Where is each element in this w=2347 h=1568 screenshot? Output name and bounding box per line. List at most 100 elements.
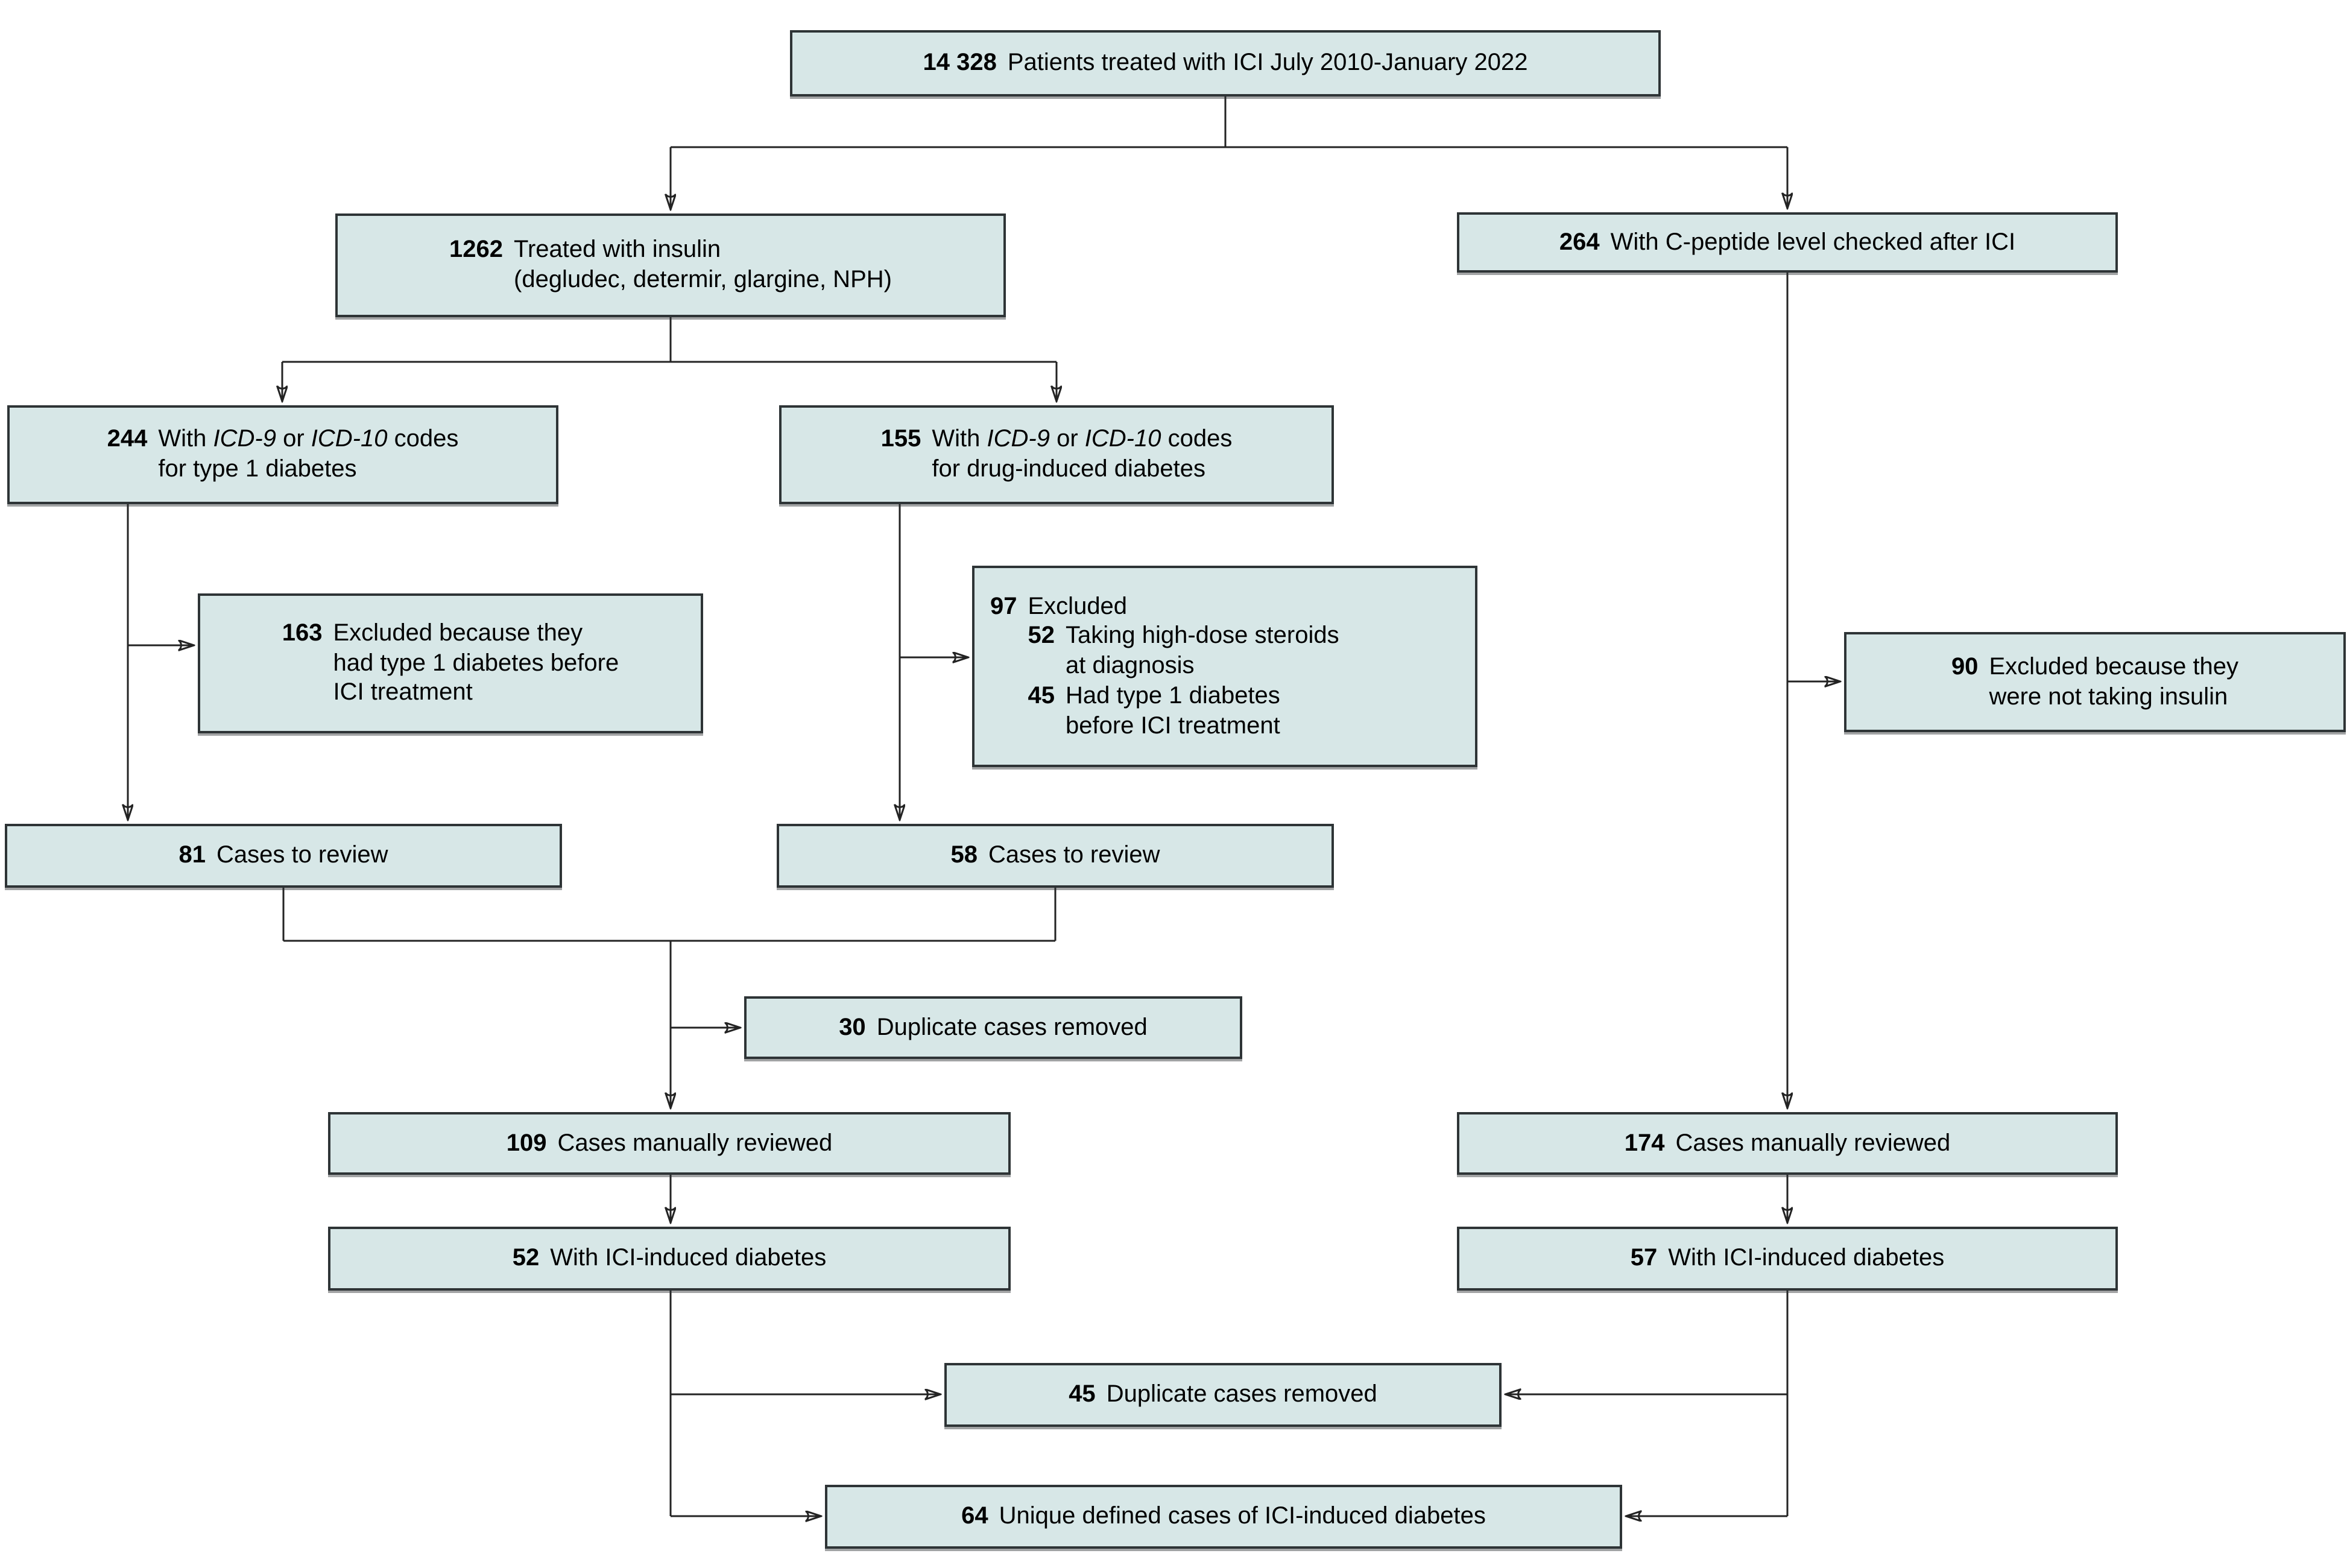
- label: Cases to review: [988, 842, 1160, 869]
- label-line2: had type 1 diabetes before: [333, 650, 619, 677]
- count: 90: [1951, 653, 1979, 680]
- count: 45: [1069, 1381, 1096, 1408]
- label: Excluded because they had type 1 diabete…: [333, 619, 619, 709]
- box-cases-reviewed-109: 109 Cases manually reviewed: [328, 1112, 1011, 1175]
- label-line1: With ICD-9 or ICD-10 codes: [158, 425, 458, 455]
- count: 52: [512, 1245, 540, 1272]
- label-line1: With ICD-9 or ICD-10 codes: [932, 425, 1232, 455]
- box-excluded-t1d-before-ici: 163 Excluded because they had type 1 dia…: [198, 593, 703, 733]
- box-content: 58 Cases to review: [950, 841, 1160, 871]
- box-ici-induced-diabetes-52: 52 With ICI-induced diabetes: [328, 1227, 1011, 1291]
- box-content: 57 With ICI-induced diabetes: [1631, 1244, 1945, 1274]
- box-content: 109 Cases manually reviewed: [507, 1128, 833, 1159]
- label: Taking high-dose steroids at diagnosis: [1066, 622, 1339, 681]
- box-content: 97 Excluded 52 Taking high-dose steroids…: [990, 592, 1339, 741]
- label-segment: codes: [1161, 426, 1233, 453]
- label: With ICI-induced diabetes: [550, 1245, 827, 1272]
- box-content: 90 Excluded because they were not taking…: [1951, 652, 2238, 712]
- label-segment: or: [276, 426, 311, 453]
- label: Treated with insulin (degludec, determir…: [514, 235, 892, 295]
- icd10-code: ICD-10: [1084, 426, 1161, 453]
- label-line2: for type 1 diabetes: [158, 456, 357, 482]
- box-icd-type1-codes: 244 With ICD-9 or ICD-10 codes for type …: [7, 405, 558, 504]
- box-content: 155 With ICD-9 or ICD-10 codes for drug-…: [881, 425, 1233, 484]
- count: 264: [1559, 229, 1600, 256]
- count: 57: [1630, 1245, 1658, 1272]
- icd9-code: ICD-9: [213, 426, 276, 453]
- box-unique-defined-cases: 64 Unique defined cases of ICI-induced d…: [825, 1485, 1622, 1549]
- box-content: 163 Excluded because they had type 1 dia…: [282, 619, 619, 709]
- box-cases-to-review-58: 58 Cases to review: [777, 824, 1334, 888]
- count: 45: [1028, 682, 1055, 709]
- count: 174: [1624, 1130, 1665, 1157]
- box-cases-to-review-81: 81 Cases to review: [5, 824, 562, 888]
- label-line1: Excluded because they: [333, 619, 583, 646]
- count: 64: [961, 1503, 988, 1530]
- count: 52: [1028, 622, 1055, 650]
- icd9-code: ICD-9: [987, 426, 1050, 453]
- label: Cases manually reviewed: [1675, 1130, 1951, 1157]
- box-content: 81 Cases to review: [178, 841, 388, 871]
- label-line2: for drug-induced diabetes: [932, 456, 1206, 482]
- box-content: 64 Unique defined cases of ICI-induced d…: [961, 1502, 1486, 1532]
- box-content: 244 With ICD-9 or ICD-10 codes for type …: [107, 425, 459, 484]
- box-patients-treated-ici: 14 328 Patients treated with ICI July 20…: [790, 30, 1661, 96]
- label: Unique defined cases of ICI-induced diab…: [999, 1503, 1486, 1530]
- box-ici-induced-diabetes-57: 57 With ICI-induced diabetes: [1457, 1227, 2118, 1291]
- box-content: 30 Duplicate cases removed: [839, 1013, 1148, 1043]
- label: Excluded 52 Taking high-dose steroids at…: [1028, 592, 1339, 741]
- box-duplicates-removed-45: 45 Duplicate cases removed: [944, 1363, 1502, 1427]
- box-content: 52 With ICI-induced diabetes: [513, 1244, 827, 1274]
- label: With ICD-9 or ICD-10 codes for drug-indu…: [932, 425, 1232, 484]
- label-line1: Treated with insulin: [514, 236, 721, 264]
- box-excluded-not-taking-insulin: 90 Excluded because they were not taking…: [1844, 632, 2346, 732]
- excluded-item: 52 Taking high-dose steroids at diagnosi…: [1028, 622, 1339, 681]
- count: 244: [107, 426, 148, 453]
- label-line2: (degludec, determir, glargine, NPH): [514, 267, 892, 293]
- label-segment: With: [158, 426, 213, 453]
- count: 109: [506, 1130, 547, 1157]
- label: Duplicate cases removed: [1106, 1381, 1377, 1408]
- label: With C-peptide level checked after ICI: [1610, 229, 2016, 256]
- label-segment: With: [932, 426, 987, 453]
- box-content: 174 Cases manually reviewed: [1625, 1128, 1951, 1159]
- count: 1262: [449, 236, 503, 264]
- label: Cases to review: [216, 842, 388, 869]
- box-excluded-97: 97 Excluded 52 Taking high-dose steroids…: [972, 566, 1477, 767]
- count: 58: [950, 842, 978, 869]
- count: 163: [282, 619, 323, 646]
- label: Patients treated with ICI July 2010-Janu…: [1007, 49, 1528, 77]
- box-treated-with-insulin: 1262 Treated with insulin (degludec, det…: [335, 213, 1006, 317]
- box-cases-reviewed-174: 174 Cases manually reviewed: [1457, 1112, 2118, 1175]
- box-icd-drug-induced-codes: 155 With ICD-9 or ICD-10 codes for drug-…: [779, 405, 1334, 504]
- excluded-item: 45 Had type 1 diabetes before ICI treatm…: [1028, 681, 1339, 741]
- label: Excluded because they were not taking in…: [1989, 652, 2238, 712]
- box-content: 264 With C-peptide level checked after I…: [1559, 227, 2015, 258]
- box-content: 14 328 Patients treated with ICI July 20…: [923, 48, 1527, 78]
- count: 14 328: [923, 49, 997, 77]
- box-c-peptide-checked: 264 With C-peptide level checked after I…: [1457, 212, 2118, 273]
- label: Cases manually reviewed: [557, 1130, 833, 1157]
- label-segment: or: [1049, 426, 1085, 453]
- icd10-code: ICD-10: [311, 426, 388, 453]
- label-line1: Taking high-dose steroids: [1066, 622, 1339, 650]
- count: 81: [178, 842, 206, 869]
- label-line3: ICI treatment: [333, 679, 473, 706]
- label-segment: codes: [387, 426, 459, 453]
- count: 30: [839, 1014, 866, 1041]
- count: 155: [880, 426, 921, 453]
- label: Had type 1 diabetes before ICI treatment: [1066, 681, 1280, 741]
- label-line2: at diagnosis: [1066, 653, 1195, 680]
- label-line2: before ICI treatment: [1066, 712, 1280, 739]
- label-line1: Had type 1 diabetes: [1066, 682, 1280, 709]
- label-line1: Excluded because they: [1989, 653, 2239, 680]
- count: 97: [990, 593, 1017, 619]
- box-content: 45 Duplicate cases removed: [1069, 1380, 1377, 1410]
- box-duplicates-removed-30: 30 Duplicate cases removed: [744, 996, 1242, 1059]
- label: With ICD-9 or ICD-10 codes for type 1 di…: [158, 425, 458, 484]
- box-content: 1262 Treated with insulin (degludec, det…: [449, 235, 892, 295]
- label: With ICI-induced diabetes: [1668, 1245, 1945, 1272]
